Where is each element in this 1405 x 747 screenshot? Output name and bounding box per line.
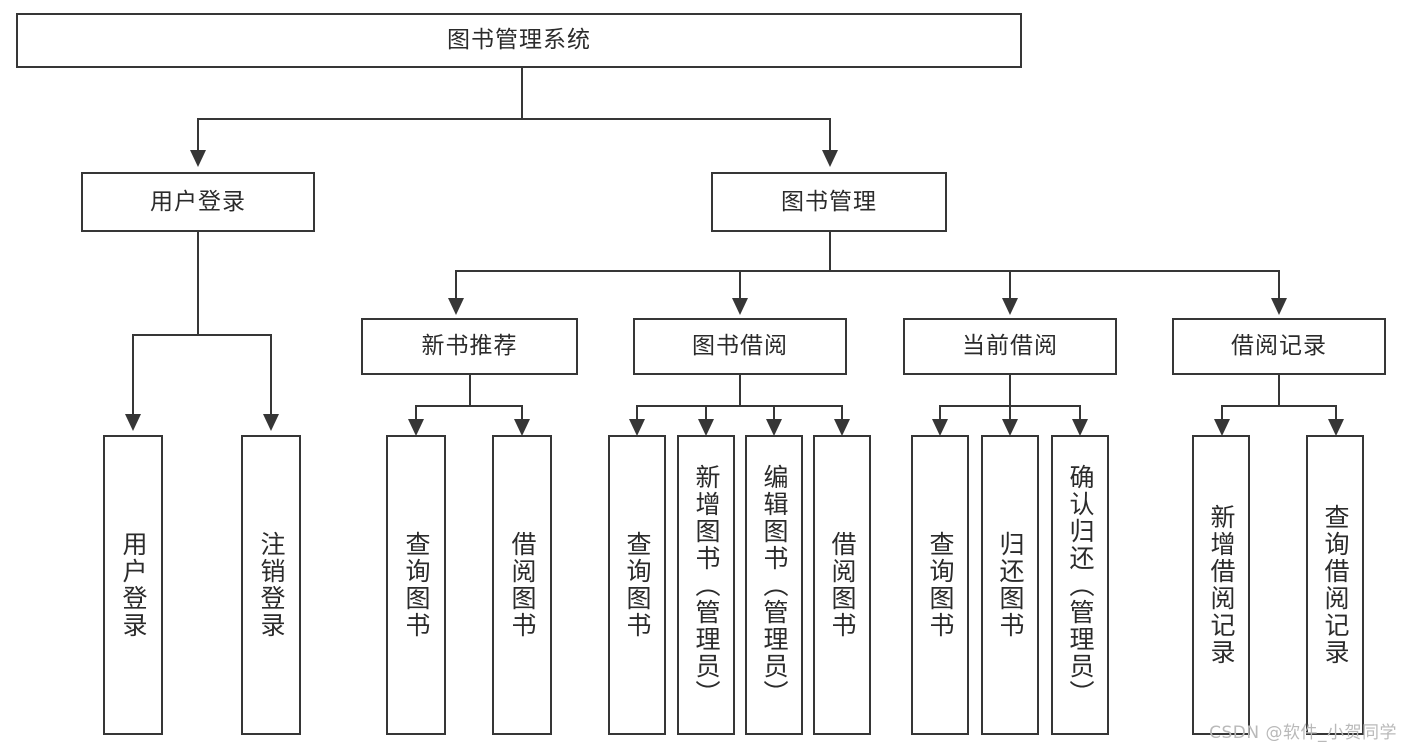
edge-bb-trunk <box>739 375 741 407</box>
arrow-to-leaf-query-book-1 <box>408 419 424 436</box>
arrow-to-leaf-edit-book <box>766 419 782 436</box>
edge-bb-to-leaf-4 <box>841 405 843 422</box>
arrow-to-borrow-record <box>1271 298 1287 315</box>
arrow-to-leaf-query-record <box>1328 419 1344 436</box>
leaf-edit-book[interactable]: 编辑图书（管理员） <box>745 435 803 735</box>
leaf-logout[interactable]: 注销登录 <box>241 435 301 735</box>
leaf-query-book-3[interactable]: 查询图书 <box>911 435 969 735</box>
edge-cb-trunk <box>1009 375 1011 407</box>
edge-nbr-to-leaf-2 <box>521 405 523 422</box>
arrow-to-leaf-query-book-2 <box>629 419 645 436</box>
edge-root-bus <box>197 118 831 120</box>
node-book-borrow-label: 图书借阅 <box>692 333 788 359</box>
arrow-to-leaf-user-login <box>125 414 141 431</box>
leaf-query-record-label: 查询借阅记录 <box>1321 504 1350 666</box>
arrow-to-book-manage <box>822 150 838 167</box>
leaf-query-book-2[interactable]: 查询图书 <box>608 435 666 735</box>
leaf-return-book[interactable]: 归还图书 <box>981 435 1039 735</box>
leaf-confirm-return[interactable]: 确认归还（管理员） <box>1051 435 1109 735</box>
leaf-return-book-label: 归还图书 <box>996 531 1025 639</box>
node-root-label: 图书管理系统 <box>447 27 591 53</box>
node-root[interactable]: 图书管理系统 <box>16 13 1022 68</box>
arrow-to-leaf-borrow-book-1 <box>514 419 530 436</box>
arrow-to-leaf-logout <box>263 414 279 431</box>
leaf-add-record[interactable]: 新增借阅记录 <box>1192 435 1250 735</box>
edge-book-manage-trunk <box>829 232 831 272</box>
leaf-query-record[interactable]: 查询借阅记录 <box>1306 435 1364 735</box>
edge-bb-bus <box>636 405 843 407</box>
edge-cb-to-leaf-1 <box>939 405 941 422</box>
edge-root-to-book-manage <box>829 118 831 151</box>
edge-user-login-trunk <box>197 232 199 336</box>
edge-book-manage-bus <box>455 270 1280 272</box>
edge-br-trunk <box>1278 375 1280 407</box>
edge-nbr-bus <box>415 405 523 407</box>
node-new-book-rec[interactable]: 新书推荐 <box>361 318 578 375</box>
arrow-to-leaf-query-book-3 <box>932 419 948 436</box>
arrow-to-book-borrow <box>732 298 748 315</box>
arrow-to-current-borrow <box>1002 298 1018 315</box>
edge-root-trunk <box>521 68 523 120</box>
leaf-edit-book-label: 编辑图书（管理员） <box>760 463 789 707</box>
arrow-to-new-book-rec <box>448 298 464 315</box>
edge-br-to-leaf-1 <box>1221 405 1223 422</box>
edge-bb-to-leaf-2 <box>705 405 707 422</box>
leaf-confirm-return-label: 确认归还（管理员） <box>1066 463 1095 707</box>
edge-user-login-to-leaf-2 <box>270 334 272 415</box>
edge-br-to-leaf-2 <box>1335 405 1337 422</box>
edge-bm-to-new-book-rec <box>455 270 457 299</box>
leaf-query-book-1-label: 查询图书 <box>402 531 431 639</box>
leaf-query-book-1[interactable]: 查询图书 <box>386 435 446 735</box>
leaf-user-login[interactable]: 用户登录 <box>103 435 163 735</box>
edge-bb-to-leaf-1 <box>636 405 638 422</box>
arrow-to-leaf-return-book <box>1002 419 1018 436</box>
node-book-borrow[interactable]: 图书借阅 <box>633 318 847 375</box>
edge-bm-to-borrow-record <box>1278 270 1280 299</box>
edge-bm-to-book-borrow <box>739 270 741 299</box>
leaf-user-login-label: 用户登录 <box>119 531 148 639</box>
edge-nbr-to-leaf-1 <box>415 405 417 422</box>
leaf-borrow-book-2-label: 借阅图书 <box>828 531 857 639</box>
edge-user-login-bus <box>132 334 272 336</box>
arrow-to-leaf-add-record <box>1214 419 1230 436</box>
node-book-manage[interactable]: 图书管理 <box>711 172 947 232</box>
leaf-add-book-label: 新增图书（管理员） <box>692 463 721 707</box>
leaf-borrow-book-1-label: 借阅图书 <box>508 531 537 639</box>
edge-br-bus <box>1221 405 1337 407</box>
leaf-borrow-book-2[interactable]: 借阅图书 <box>813 435 871 735</box>
node-user-login-label: 用户登录 <box>150 188 246 215</box>
edge-cb-to-leaf-3 <box>1079 405 1081 422</box>
node-borrow-record-label: 借阅记录 <box>1231 333 1327 359</box>
arrow-to-leaf-confirm-return <box>1072 419 1088 436</box>
arrow-to-leaf-borrow-book-2 <box>834 419 850 436</box>
node-new-book-rec-label: 新书推荐 <box>421 333 518 359</box>
leaf-borrow-book-1[interactable]: 借阅图书 <box>492 435 552 735</box>
edge-cb-to-leaf-2 <box>1009 405 1011 422</box>
node-book-manage-label: 图书管理 <box>781 188 877 215</box>
node-user-login[interactable]: 用户登录 <box>81 172 315 232</box>
leaf-add-record-label: 新增借阅记录 <box>1207 504 1236 666</box>
edge-bm-to-current-borrow <box>1009 270 1011 299</box>
watermark-text: CSDN @软件_小贺同学 <box>1209 723 1397 743</box>
edge-user-login-to-leaf-1 <box>132 334 134 415</box>
arrow-to-user-login <box>190 150 206 167</box>
leaf-logout-label: 注销登录 <box>257 531 286 639</box>
node-current-borrow[interactable]: 当前借阅 <box>903 318 1117 375</box>
leaf-query-book-3-label: 查询图书 <box>926 531 955 639</box>
leaf-add-book[interactable]: 新增图书（管理员） <box>677 435 735 735</box>
edge-nbr-trunk <box>469 375 471 407</box>
node-borrow-record[interactable]: 借阅记录 <box>1172 318 1386 375</box>
node-current-borrow-label: 当前借阅 <box>962 333 1058 359</box>
edge-root-to-user-login <box>197 118 199 151</box>
leaf-query-book-2-label: 查询图书 <box>623 531 652 639</box>
arrow-to-leaf-add-book <box>698 419 714 436</box>
edge-bb-to-leaf-3 <box>773 405 775 422</box>
